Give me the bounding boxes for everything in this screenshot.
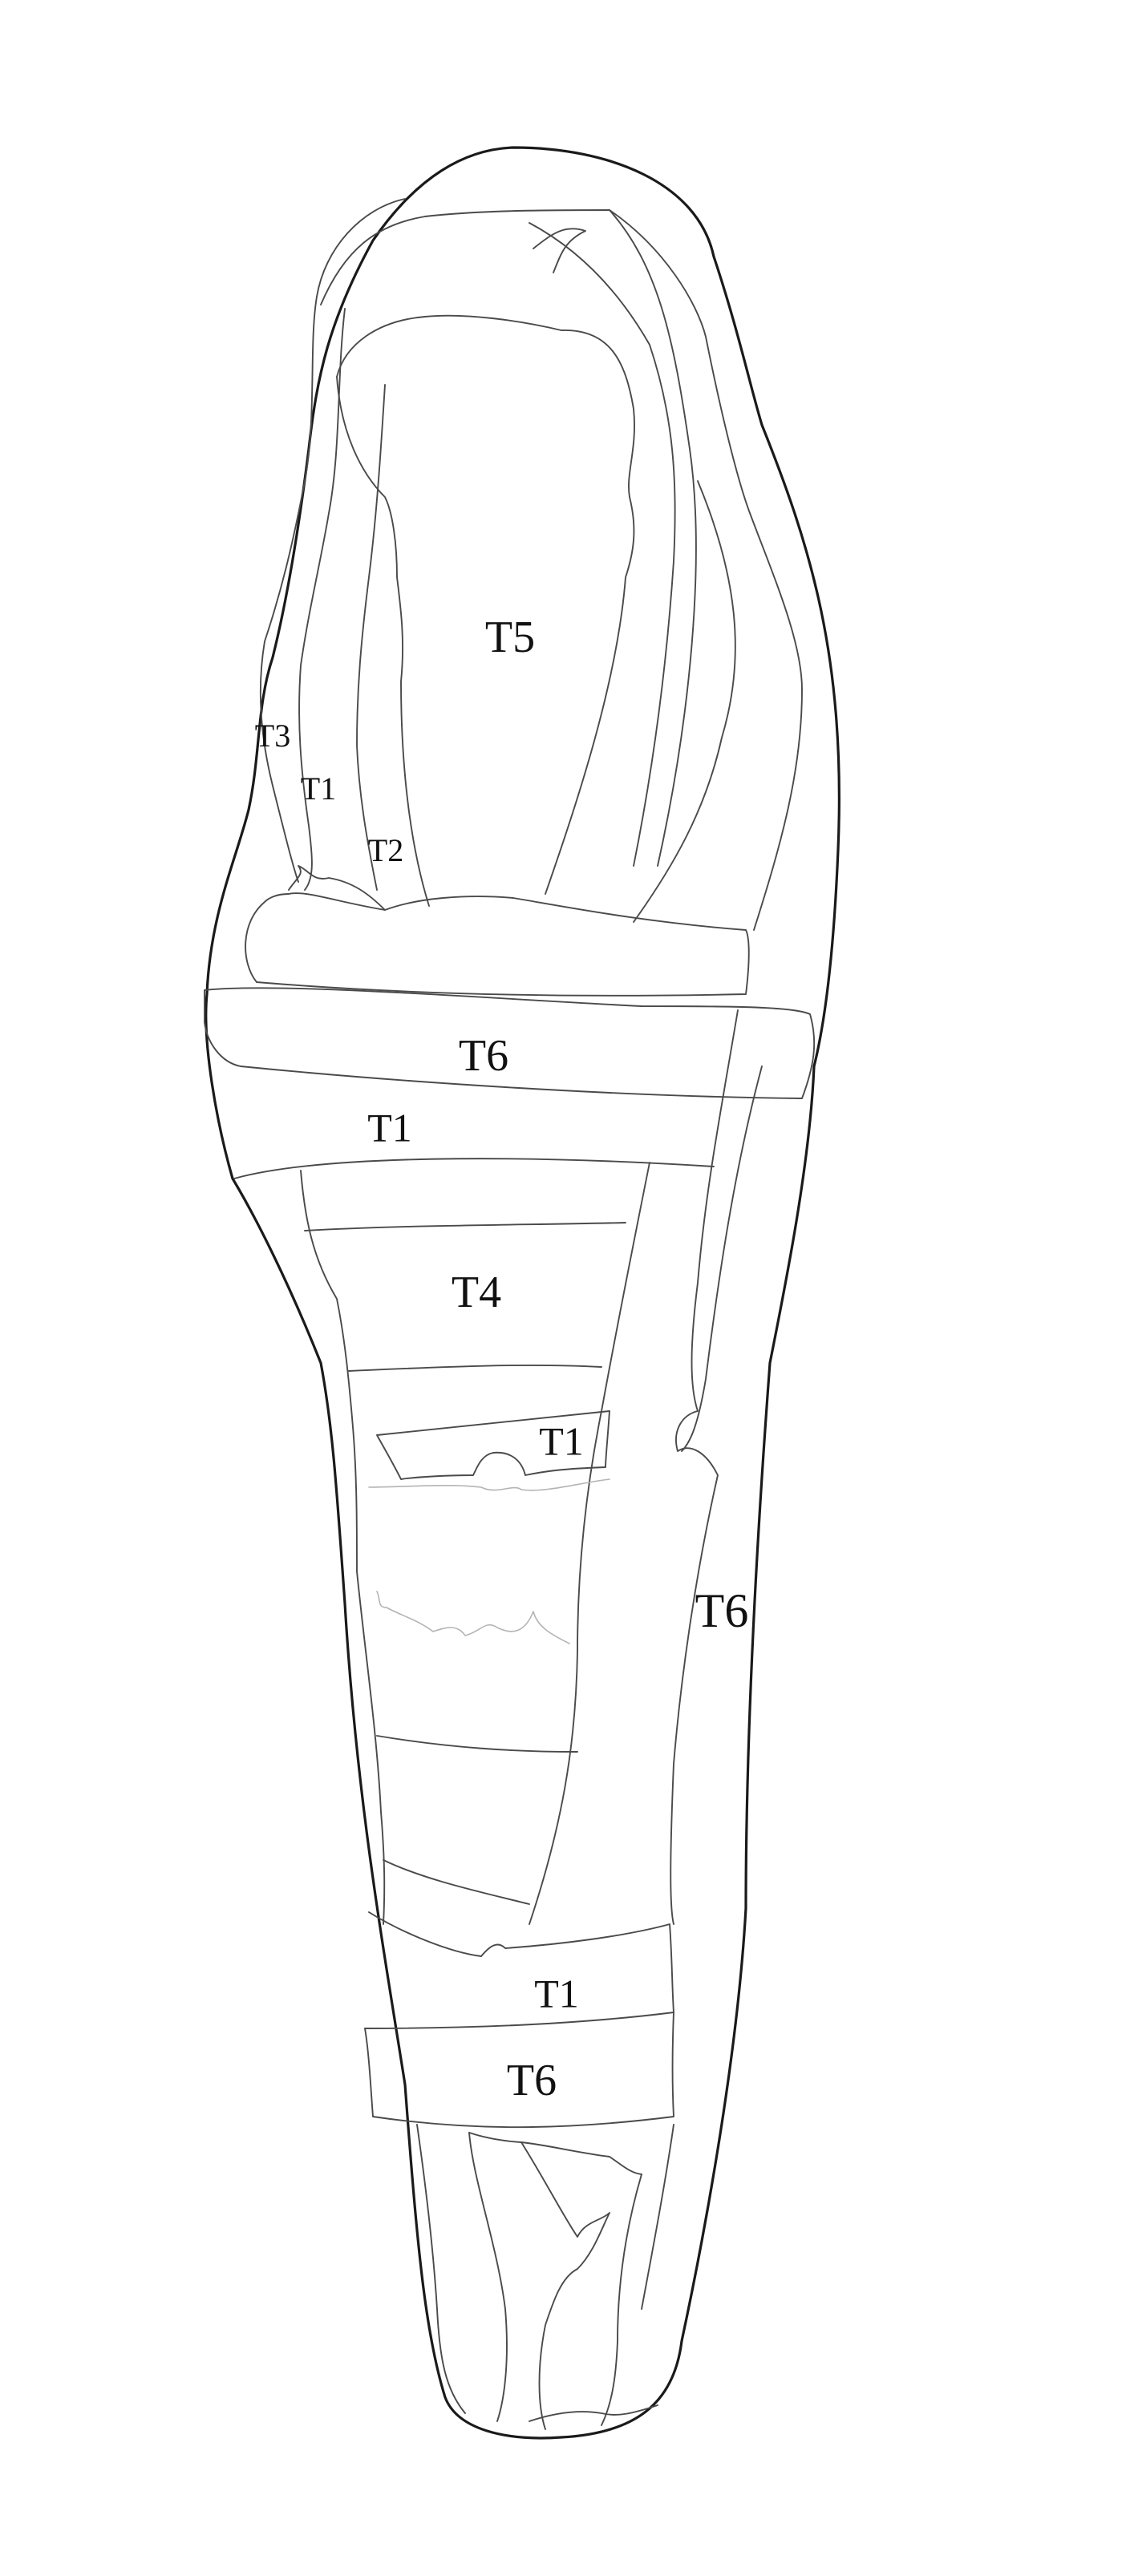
hood-panel-line-2 xyxy=(298,308,346,891)
feet-line-outer-left xyxy=(416,2124,466,2414)
feet-line-center xyxy=(520,2141,610,2430)
shin-band-shape xyxy=(364,2012,674,2129)
waist-band-shape xyxy=(376,1410,610,1480)
hood-right-line-2 xyxy=(609,209,803,931)
strap-outer-edge xyxy=(670,1009,739,1925)
knee-band-shape xyxy=(364,1911,674,2029)
feet-line-toe xyxy=(529,2404,658,2422)
label-t3: T3 xyxy=(255,718,290,754)
label-t6-chest: T6 xyxy=(459,1031,508,1081)
hood-panel-left xyxy=(259,198,406,883)
lower-torso-line-2 xyxy=(383,1859,530,1905)
face-panel-left-edge xyxy=(336,376,430,907)
feet-line-left xyxy=(468,2132,508,2422)
hood-right-line-3 xyxy=(633,480,736,923)
label-t5: T5 xyxy=(485,613,535,662)
torn-edge-lower xyxy=(376,1591,570,1644)
hood-right-line-1 xyxy=(529,222,676,867)
lower-torso-line-1 xyxy=(376,1735,578,1753)
hood-crest-line xyxy=(320,209,697,867)
label-t6-shin: T6 xyxy=(507,2056,557,2105)
chest-band-shape xyxy=(204,987,816,1099)
silhouette-outline xyxy=(205,146,840,2440)
label-t1-side: T1 xyxy=(301,770,336,807)
label-t6-strap: T6 xyxy=(695,1584,749,1637)
forehead-notch xyxy=(533,228,586,273)
label-t4: T4 xyxy=(452,1268,501,1317)
label-t1-waist: T1 xyxy=(539,1418,584,1463)
label-t1-knee: T1 xyxy=(534,1971,579,2016)
feet-line-outer-right xyxy=(641,2124,674,2310)
feet-line-top xyxy=(468,2132,642,2175)
feet-line-right xyxy=(601,2174,642,2426)
face-panel xyxy=(336,314,635,895)
hands-detail xyxy=(288,865,386,911)
label-t2: T2 xyxy=(368,832,403,868)
torso-panel-bottom xyxy=(348,1364,602,1372)
hood-panel-line-3 xyxy=(356,384,386,891)
torso-panel-top xyxy=(304,1222,626,1231)
upper-band-shape xyxy=(233,1158,715,1179)
torn-edge-upper xyxy=(368,1478,610,1491)
strap-seam xyxy=(681,1066,763,1452)
strap-inner-edge xyxy=(529,1162,650,1925)
label-t1-upper: T1 xyxy=(367,1105,412,1150)
torso-panel-left xyxy=(300,1170,386,1925)
shoulder-roll xyxy=(245,892,750,997)
